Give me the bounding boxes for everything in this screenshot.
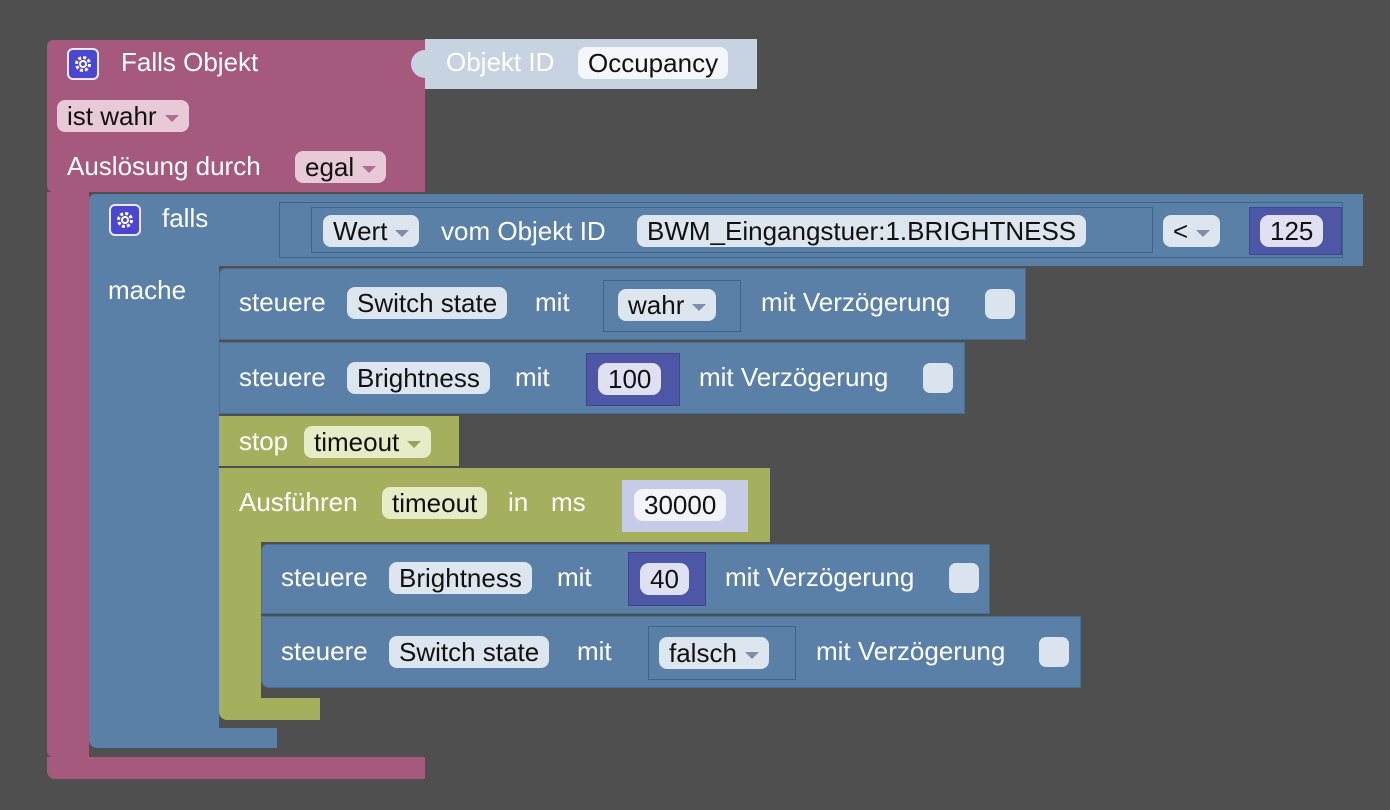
timeout-statement-1-action: steuere <box>281 562 368 592</box>
timeout-value-field[interactable]: 30000 <box>634 489 727 521</box>
statement-1-value-dropdown[interactable]: wahr <box>618 289 717 321</box>
statement-2-action: steuere <box>239 362 326 392</box>
if-block-spine <box>89 266 219 728</box>
gear-icon[interactable] <box>109 204 141 236</box>
timeout-statement-2-target[interactable]: Switch state <box>389 636 550 668</box>
statement-2-delay-label: mit Verzögerung <box>699 362 889 392</box>
statement-2-target[interactable]: Brightness <box>347 362 490 394</box>
statement-2-number-field[interactable]: 100 <box>598 363 662 395</box>
brightness-object-field[interactable]: BWM_Eingangstuer:1.BRIGHTNESS <box>637 215 1087 247</box>
gear-icon-glyph <box>75 56 91 72</box>
mache-label: mache <box>108 275 187 305</box>
statement-1-action: steuere <box>239 287 326 317</box>
timeout-block-footer <box>219 698 320 720</box>
timeout-label: Ausführen <box>239 487 358 517</box>
timeout-in-label: in <box>508 487 529 517</box>
gear-icon[interactable] <box>67 48 99 80</box>
timeout-statement-1[interactable] <box>261 544 990 614</box>
timeout-block-spine <box>219 542 261 698</box>
trigger-title: Falls Objekt <box>121 47 259 77</box>
stop-timer-dropdown[interactable]: timeout <box>304 426 432 458</box>
gear-icon-glyph <box>117 212 133 228</box>
if-block-footer <box>89 728 277 748</box>
object-id-connector <box>411 50 425 78</box>
timeout-unit-label: ms <box>551 487 586 517</box>
statement-2-delay-checkbox[interactable] <box>923 363 953 393</box>
falls-label: falls <box>162 203 209 233</box>
object-id-field[interactable]: Occupancy <box>578 47 729 79</box>
timeout-statement-2-value-dropdown[interactable]: falsch <box>659 637 769 669</box>
value-type-dropdown[interactable]: Wert <box>323 215 420 247</box>
statement-1-with: mit <box>535 287 570 317</box>
trigger-by-dropdown[interactable]: egal <box>295 151 387 183</box>
timeout-statement-1-delay-checkbox[interactable] <box>949 563 979 593</box>
operator-dropdown[interactable]: < <box>1163 215 1221 247</box>
trigger-by-label: Auslösung durch <box>67 151 261 181</box>
compare-number-field[interactable]: 125 <box>1260 215 1324 247</box>
statement-1-target[interactable]: Switch state <box>347 287 508 319</box>
condition-dropdown[interactable]: ist wahr <box>57 100 189 132</box>
trigger-block-spine <box>47 192 89 757</box>
statement-1-delay-label: mit Verzögerung <box>761 287 951 317</box>
timeout-statement-2-delay-checkbox[interactable] <box>1039 637 1069 667</box>
timeout-timer-field[interactable]: timeout <box>382 487 488 519</box>
timeout-statement-2-delay-label: mit Verzögerung <box>816 636 1006 666</box>
timeout-statement-1-delay-label: mit Verzögerung <box>725 562 915 592</box>
timeout-statement-1-with: mit <box>557 562 592 592</box>
object-id-label: Objekt ID <box>446 47 555 77</box>
timeout-statement-1-target[interactable]: Brightness <box>389 562 532 594</box>
stop-label: stop <box>239 426 289 456</box>
timeout-statement-2-with: mit <box>577 636 612 666</box>
from-object-label: vom Objekt ID <box>441 216 606 246</box>
timeout-statement-2-action: steuere <box>281 636 368 666</box>
statement-2-with: mit <box>515 362 550 392</box>
statement-1-delay-checkbox[interactable] <box>985 289 1015 319</box>
timeout-statement-1-number-field[interactable]: 40 <box>640 563 689 595</box>
trigger-block-footer <box>47 757 425 779</box>
